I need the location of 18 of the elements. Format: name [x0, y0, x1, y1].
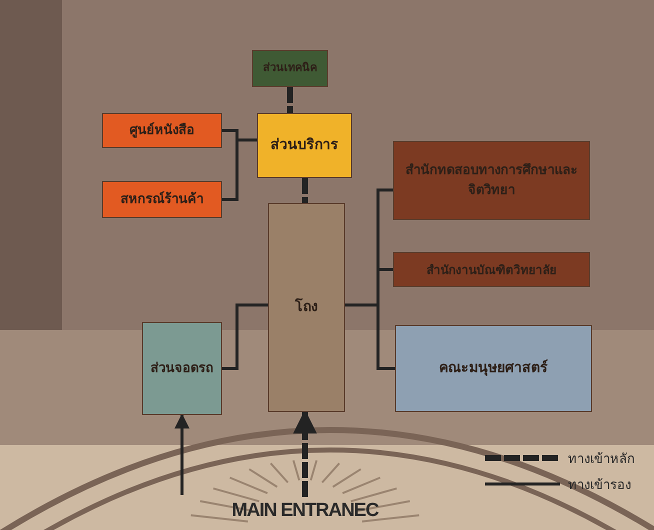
department-box: ส่วนเทคนิค [252, 50, 328, 87]
connector-line [302, 178, 308, 203]
department-box: ส่วนบริการ [257, 113, 352, 178]
hall-box: โถง [268, 203, 345, 412]
connector-line [222, 304, 268, 370]
parking-box: ส่วนจอดรถ [142, 322, 222, 415]
legend-text: ทางเข้าหลัก [568, 451, 635, 469]
entrance-label: MAIN ENTRANEC [215, 497, 395, 523]
office-box: สำนักทดสอบทางการศึกษาและจิตวิทยา [393, 141, 590, 220]
department-box: สหกรณ์ร้านค้า [102, 181, 222, 218]
faculty-box: คณะมนุษยศาสตร์ [395, 325, 592, 412]
connector-line [293, 410, 317, 497]
connector-line [174, 414, 190, 495]
connector-line [222, 138, 257, 201]
connector-line [287, 87, 293, 113]
department-box: ศูนย์หนังสือ [102, 113, 222, 148]
office-box: สำนักงานบัณฑิตวิทยาลัย [393, 252, 590, 287]
legend-text: ทางเข้ารอง [568, 477, 631, 495]
